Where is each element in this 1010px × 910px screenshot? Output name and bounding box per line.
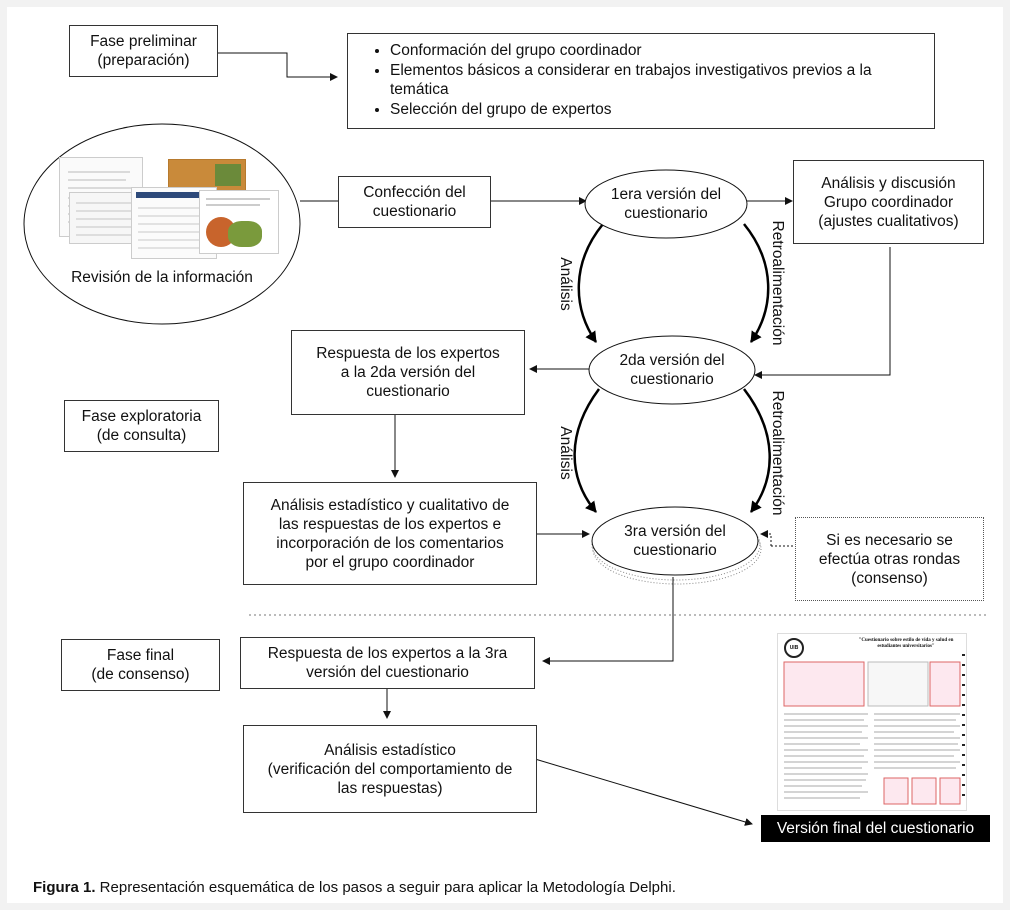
ellipse-v2-label: 2da versión del cuestionario	[619, 352, 725, 388]
ellipse-v1-label: 1era versión del cuestionario	[610, 186, 722, 222]
label-analisis-1: Análisis	[557, 257, 574, 311]
curve-retro-2	[743, 388, 771, 513]
box-fase-final: Fase final (de consenso)	[61, 639, 220, 691]
figure-canvas: Revisión de la información Fase prelimin…	[7, 7, 1003, 903]
bullet-item: Elementos básicos a considerar en trabaj…	[390, 61, 922, 100]
arrow-analisis-v2	[754, 247, 891, 379]
arrow-v3-respuesta3	[542, 577, 674, 665]
box-respuesta-2da: Respuesta de los expertos a la 2da versi…	[291, 330, 525, 415]
curve-retro-1	[743, 223, 770, 343]
box-confeccion: Confección del cuestionario	[338, 176, 491, 228]
label-retroalimentacion-1: Retroalimentación	[769, 220, 786, 346]
ellipse-v1	[584, 169, 748, 239]
uib-logo: UIB	[784, 638, 804, 658]
figure-caption: Figura 1. Representación esquemática de …	[33, 879, 676, 896]
revision-label: Revisión de la información	[71, 269, 253, 286]
curve-analisis-2	[573, 388, 601, 513]
curve-analisis-1	[577, 223, 604, 343]
caption-text: Representación esquemática de los pasos …	[95, 879, 676, 896]
ellipse-v3	[591, 506, 759, 576]
arrow-preliminar-bullets	[218, 52, 338, 81]
ellipse-v3-label: 3ra versión del cuestionario	[624, 523, 726, 559]
box-bullets: Conformación del grupo coordinador Eleme…	[347, 33, 935, 129]
box-analisis-discusion: Análisis y discusión Grupo coordinador (…	[793, 160, 984, 244]
final-questionnaire-title: "Cuestionario sobre estilo de vida y sal…	[858, 638, 954, 649]
bullet-item: Conformación del grupo coordinador	[390, 41, 922, 61]
final-questionnaire-image: UIB "Cuestionario sobre estilo de vida y…	[777, 633, 967, 811]
box-respuesta-3ra: Respuesta de los expertos a la 3ra versi…	[240, 637, 535, 689]
ellipse-v2	[588, 335, 756, 405]
document-thumbnail-5	[199, 190, 279, 254]
box-fase-preliminar: Fase preliminar (preparación)	[69, 25, 218, 77]
caption-label: Figura 1.	[33, 879, 96, 896]
box-fase-exploratoria: Fase exploratoria (de consulta)	[64, 400, 219, 452]
arrow-analisis-final	[534, 758, 753, 826]
final-version-label: Versión final del cuestionario	[761, 815, 990, 842]
box-analisis-estadistico-cualitativo: Análisis estadístico y cualitativo de la…	[243, 482, 537, 585]
label-analisis-2: Análisis	[557, 426, 574, 480]
label-retroalimentacion-2: Retroalimentación	[769, 390, 786, 516]
bullet-item: Selección del grupo de expertos	[390, 100, 922, 120]
box-analisis-estadistico: Análisis estadístico (verificación del c…	[243, 725, 537, 813]
box-si-es-necesario: Si es necesario se efectúa otras rondas …	[795, 517, 984, 601]
